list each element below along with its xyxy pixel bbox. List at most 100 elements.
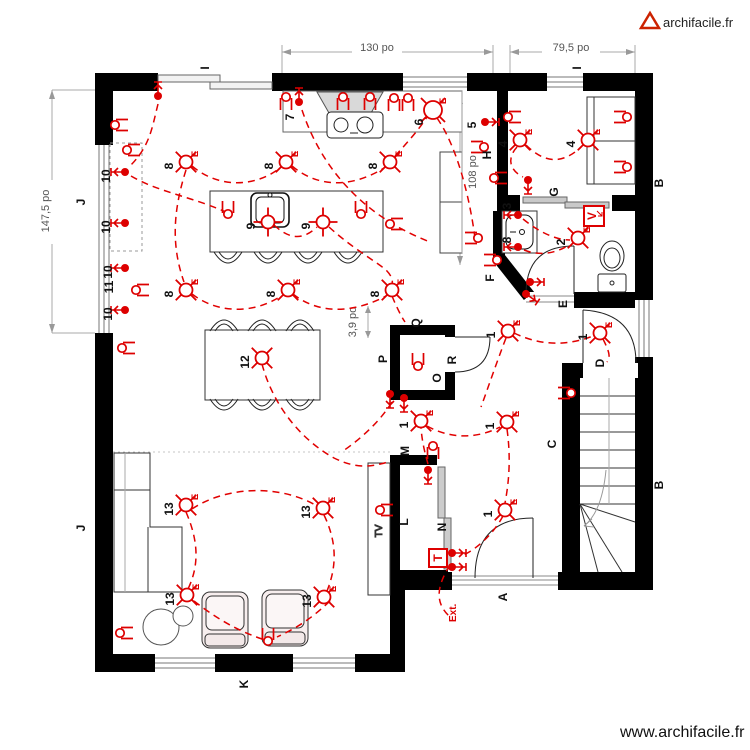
fan-label: V [585, 212, 599, 220]
door-bathroom-E [525, 245, 575, 308]
light-e-label: E [191, 584, 202, 590]
outlet-symbol [363, 91, 377, 110]
light-circuit-number: 8 [162, 162, 176, 169]
ceiling-light-symbol: 13E [300, 586, 339, 608]
light-circuit-number: 13 [299, 505, 313, 519]
light-circuit-number: 9 [299, 222, 313, 229]
light-e-label: E [582, 227, 593, 233]
ceiling-light-symbol: 9 [299, 207, 338, 237]
light-circuit-number: 1 [484, 331, 498, 338]
light-e-label: E [524, 129, 535, 135]
window-bottom-1 [155, 654, 215, 672]
ceiling-light-symbol: 13E [163, 584, 202, 606]
window-right [635, 300, 653, 357]
dim-39: 3,9 po [347, 307, 359, 338]
windows [95, 73, 653, 672]
wall-label-K: K [237, 679, 251, 688]
wiring-curves [129, 103, 610, 640]
light-e-label: E [592, 129, 603, 135]
light-e-label: E [425, 410, 436, 416]
wall-label-O: O [430, 373, 444, 382]
doors [437, 195, 638, 590]
wall-label-I: I [198, 66, 212, 69]
outlet-symbol [614, 160, 633, 174]
ceiling-light-symbol: 4E [496, 129, 535, 151]
light-e-label: E [327, 497, 338, 503]
wall-label-G: G [547, 187, 561, 196]
fan-box: V [583, 205, 605, 227]
switch-circuit-number: 8 [500, 236, 514, 243]
outlet-symbol [114, 626, 133, 640]
wall-label-R: R [445, 355, 459, 364]
switch-symbol [448, 548, 467, 558]
switch-symbol [523, 176, 533, 195]
switch-symbol: 10 [99, 218, 129, 234]
outlet-symbol [121, 143, 140, 157]
bar-stools [213, 251, 363, 264]
buffet-dashed [109, 142, 143, 252]
outlet-symbol [354, 201, 368, 220]
light-e-label: E [328, 586, 339, 592]
light-e-label: E [511, 411, 522, 417]
light-circuit-number: 9 [244, 222, 258, 229]
light-circuit-number: 8 [366, 162, 380, 169]
ceiling-light-symbol: 6E [412, 97, 449, 125]
toilet [597, 240, 627, 293]
switch-circuit-number: 7 [283, 113, 297, 120]
ceiling-light-symbol: 9 [244, 207, 283, 237]
furniture: TV [109, 90, 636, 649]
switch-symbol [526, 277, 545, 287]
footer-url: www.archifacile.fr [619, 724, 745, 741]
brand-name: archifacile.fr [663, 15, 734, 30]
ceiling-light-symbol: 8E [262, 151, 301, 173]
wall-label-I: I [570, 66, 584, 69]
light-circuit-number: 8 [368, 290, 382, 297]
ceiling-light-symbol: 12 [238, 347, 273, 369]
switch-symbol: 10 [101, 263, 129, 279]
switch-symbol: 8 [500, 236, 522, 252]
wall-label-H: H [480, 151, 494, 160]
outlet-symbol: 11 [102, 280, 149, 297]
outlet-symbol [471, 140, 490, 154]
switch-circuit-number: 3 [500, 202, 514, 209]
light-e-label: E [512, 320, 523, 326]
outlet-symbol [426, 440, 440, 459]
switch-symbol [385, 390, 395, 409]
switch-circuit-number: 10 [99, 169, 113, 183]
outlet-symbol [336, 91, 350, 110]
outlet-symbol [484, 253, 503, 267]
outlet-symbol [411, 353, 425, 372]
ceiling-light-symbol: 4E [564, 129, 603, 151]
switch-symbol [448, 562, 467, 572]
light-circuit-number: 13 [162, 502, 176, 516]
door-entry-A [452, 517, 558, 590]
switch-symbol [522, 290, 541, 306]
light-circuit-number: 8 [264, 290, 278, 297]
brand-logo-icon [638, 10, 662, 30]
wall-label-P: P [376, 355, 390, 363]
outlet-symbol [116, 341, 135, 355]
wall-label-L: L [397, 518, 411, 525]
tv-unit: TV [367, 462, 391, 596]
light-e-label: E [604, 322, 615, 328]
light-circuit-number: 8 [262, 162, 276, 169]
tv-label: TV [374, 524, 385, 537]
switch-symbol: 10 [99, 167, 129, 183]
thermostat-box: T [428, 548, 448, 568]
kitchen-island [209, 190, 384, 253]
stairs [579, 378, 636, 573]
dining-chairs [209, 319, 315, 411]
door-stairs-D [582, 309, 638, 378]
ceiling-light-symbol: 8E [368, 279, 407, 301]
dim-79: 79,5 po [553, 42, 590, 54]
light-e-label: E [190, 494, 201, 500]
wall-label-E: E [556, 300, 570, 308]
ceiling-light-symbol: 8E [162, 151, 201, 173]
switch-symbol: 3 [500, 202, 522, 220]
light-e-label: E [290, 151, 301, 157]
outlet-symbol [374, 503, 393, 517]
exterior-label: Ext. [448, 603, 459, 622]
light-circuit-number: 1 [576, 333, 590, 340]
light-e-label: E [292, 279, 303, 285]
armchair-1 [201, 591, 249, 649]
